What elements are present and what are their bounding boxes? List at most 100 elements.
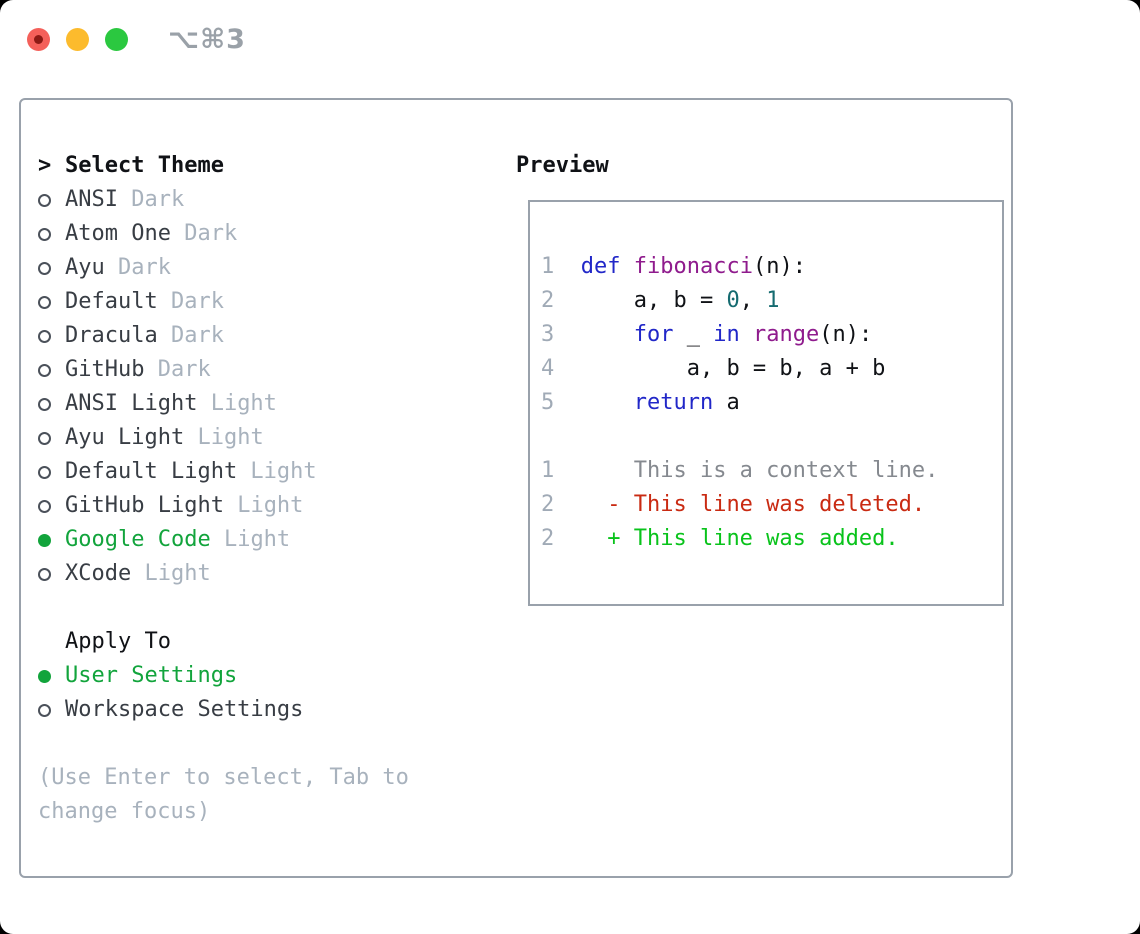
header-caret: > bbox=[38, 153, 52, 178]
zoom-button[interactable] bbox=[105, 27, 128, 51]
radio-icon bbox=[38, 364, 51, 377]
theme-item-default[interactable]: Default Dark bbox=[38, 285, 500, 319]
close-dot-icon bbox=[34, 34, 43, 44]
radio-icon bbox=[38, 262, 51, 275]
selected-radio-icon bbox=[38, 659, 65, 693]
diff-line-context: 1 This is a context line. bbox=[541, 454, 996, 488]
theme-item-github-light[interactable]: GitHub Light Light bbox=[38, 489, 500, 523]
radio-icon bbox=[38, 500, 51, 513]
diff-text: This is a context line. bbox=[607, 458, 939, 483]
code-token: 0 bbox=[726, 288, 740, 313]
theme-item-ayu-light[interactable]: Ayu Light Light bbox=[38, 421, 500, 455]
theme-item-label: Dracula bbox=[65, 323, 158, 348]
spacer-row bbox=[38, 727, 500, 761]
help-row: (Use Enter to select, Tab to bbox=[38, 761, 500, 795]
theme-item-label: Default bbox=[65, 289, 158, 314]
radio-icon bbox=[38, 568, 51, 581]
apply-option-workspace-settings[interactable]: Workspace Settings bbox=[38, 693, 500, 727]
selected-radio-icon bbox=[38, 670, 51, 683]
code-token: 1 bbox=[766, 288, 780, 313]
theme-item-variant: Dark bbox=[117, 187, 185, 212]
line-number: 5 bbox=[541, 390, 581, 415]
theme-item-label: Ayu Light bbox=[65, 425, 185, 450]
radio-icon bbox=[38, 217, 65, 251]
code-token: , bbox=[739, 288, 767, 313]
radio-icon bbox=[38, 319, 65, 353]
theme-item-label: XCode bbox=[65, 561, 132, 586]
radio-icon bbox=[38, 194, 51, 207]
theme-item-google-code[interactable]: Google Code Light bbox=[38, 523, 500, 557]
code-token: a bbox=[713, 390, 740, 415]
spacer-line bbox=[541, 420, 996, 454]
code-token: fibonacci bbox=[633, 254, 753, 279]
code-token: a, b = b, a + b bbox=[580, 356, 886, 381]
diff-line-added: 2 + This line was added. bbox=[541, 522, 996, 556]
theme-item-ansi-light[interactable]: ANSI Light Light bbox=[38, 387, 500, 421]
radio-icon bbox=[38, 455, 65, 489]
radio-icon bbox=[38, 704, 51, 717]
theme-item-variant: Dark bbox=[104, 255, 171, 280]
window-title-shortcut: ⌥⌘3 bbox=[168, 23, 246, 55]
radio-icon bbox=[38, 557, 65, 591]
theme-picker-title: Select Theme bbox=[65, 153, 224, 178]
line-number: 2 bbox=[541, 526, 608, 551]
theme-item-variant: Light bbox=[210, 527, 291, 552]
selected-radio-icon bbox=[38, 534, 51, 547]
apply-option-label: Workspace Settings bbox=[65, 697, 304, 722]
theme-picker-header: > Select Theme bbox=[38, 149, 500, 183]
code-line: 4 a, b = b, a + b bbox=[541, 352, 996, 386]
theme-item-dracula[interactable]: Dracula Dark bbox=[38, 319, 500, 353]
radio-icon bbox=[38, 183, 65, 217]
code-token bbox=[581, 390, 634, 415]
theme-item-label: Default Light bbox=[65, 459, 238, 484]
apply-option-label: User Settings bbox=[65, 663, 238, 688]
theme-item-variant: Light bbox=[237, 459, 317, 484]
radio-icon bbox=[38, 466, 51, 479]
code-line: 2 a, b = 0, 1 bbox=[541, 284, 996, 318]
line-number: 2 bbox=[541, 288, 581, 313]
theme-item-variant: Dark bbox=[170, 221, 238, 246]
theme-item-github[interactable]: GitHub Dark bbox=[38, 353, 500, 387]
radio-icon bbox=[38, 228, 51, 241]
code-token: _ bbox=[673, 322, 714, 347]
theme-item-label: GitHub bbox=[65, 357, 145, 382]
code-token bbox=[621, 254, 634, 279]
radio-icon bbox=[38, 387, 65, 421]
radio-icon bbox=[38, 421, 65, 455]
line-number: 2 bbox=[541, 492, 608, 517]
diff-text: - This line was deleted. bbox=[607, 492, 926, 517]
theme-item-xcode[interactable]: XCode Light bbox=[38, 557, 500, 591]
help-text: (Use Enter to select, Tab to bbox=[38, 765, 409, 790]
line-number: 3 bbox=[541, 322, 581, 347]
code-token: in bbox=[713, 322, 740, 347]
theme-item-label: Atom One bbox=[65, 221, 171, 246]
theme-item-ansi[interactable]: ANSI Dark bbox=[38, 183, 500, 217]
theme-item-ayu[interactable]: Ayu Dark bbox=[38, 251, 500, 285]
radio-icon bbox=[38, 398, 51, 411]
apply-to-title: Apply To bbox=[65, 629, 171, 654]
close-button[interactable] bbox=[27, 27, 50, 51]
radio-icon bbox=[38, 693, 65, 727]
theme-item-label: Google Code bbox=[65, 527, 211, 552]
code-token bbox=[581, 322, 634, 347]
theme-item-variant: Light bbox=[197, 391, 277, 416]
theme-item-label: Ayu bbox=[65, 255, 105, 280]
radio-icon bbox=[38, 353, 65, 387]
apply-option-user-settings[interactable]: User Settings bbox=[38, 659, 500, 693]
radio-icon bbox=[38, 285, 65, 319]
code-token bbox=[740, 322, 753, 347]
theme-item-default-light[interactable]: Default Light Light bbox=[38, 455, 500, 489]
code-token: def bbox=[580, 254, 621, 279]
code-line: 1 def fibonacci(n): bbox=[541, 250, 996, 284]
minimize-button[interactable] bbox=[66, 27, 89, 51]
apply-to-header: Apply To bbox=[38, 625, 500, 659]
theme-item-atom-one[interactable]: Atom One Dark bbox=[38, 217, 500, 251]
radio-icon bbox=[38, 330, 51, 343]
code-token: range bbox=[752, 322, 820, 347]
line-number: 1 bbox=[541, 254, 581, 279]
radio-icon bbox=[38, 489, 65, 523]
code-token: (n): bbox=[752, 254, 806, 279]
theme-item-label: ANSI Light bbox=[65, 391, 198, 416]
help-row: change focus) bbox=[38, 795, 500, 829]
